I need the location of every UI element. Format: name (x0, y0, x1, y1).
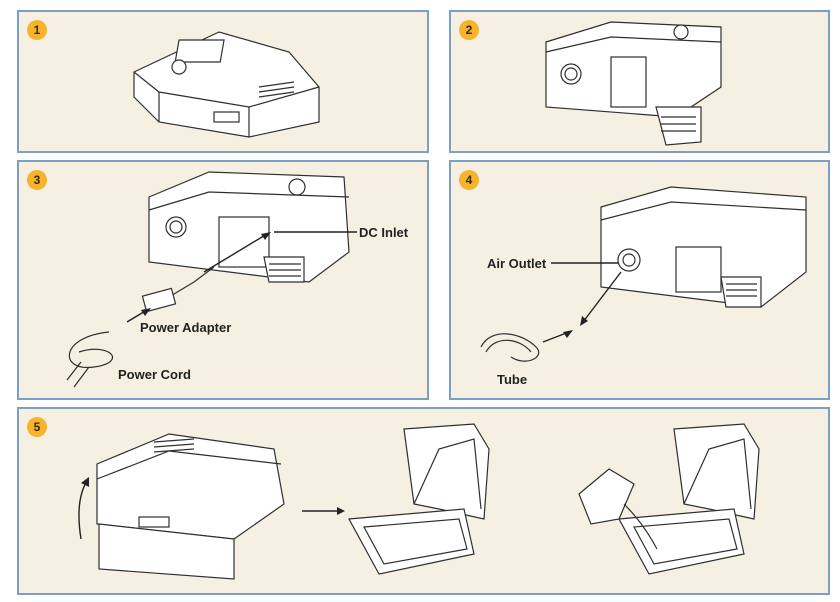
step-badge-2: 2 (459, 20, 479, 40)
air-outlet-tube-illustration (480, 186, 807, 362)
panel-step-1: 1 (17, 10, 429, 153)
device-closed-illustration (133, 31, 320, 138)
panel-step-5: 5 (17, 407, 830, 595)
power-cord-label: Power Cord (118, 367, 191, 382)
tube-label: Tube (497, 372, 528, 387)
humidifier-open-fill-illustration (78, 423, 760, 580)
step-badge-4: 4 (459, 170, 479, 190)
device-rear-illustration (545, 21, 722, 146)
panel-step-3: 3 DC Inlet Power Adapter Power Cord (17, 160, 429, 400)
power-adapter-label: Power Adapter (140, 320, 232, 335)
step-badge-5: 5 (27, 417, 47, 437)
dc-inlet-label: DC Inlet (359, 225, 409, 240)
air-outlet-label: Air Outlet (487, 256, 547, 271)
step-badge-1: 1 (27, 20, 47, 40)
power-connection-illustration (66, 171, 357, 388)
panel-step-4: 4 Air Outlet Tube (449, 160, 830, 400)
panel-step-2: 2 (449, 10, 830, 153)
step-badge-3: 3 (27, 170, 47, 190)
